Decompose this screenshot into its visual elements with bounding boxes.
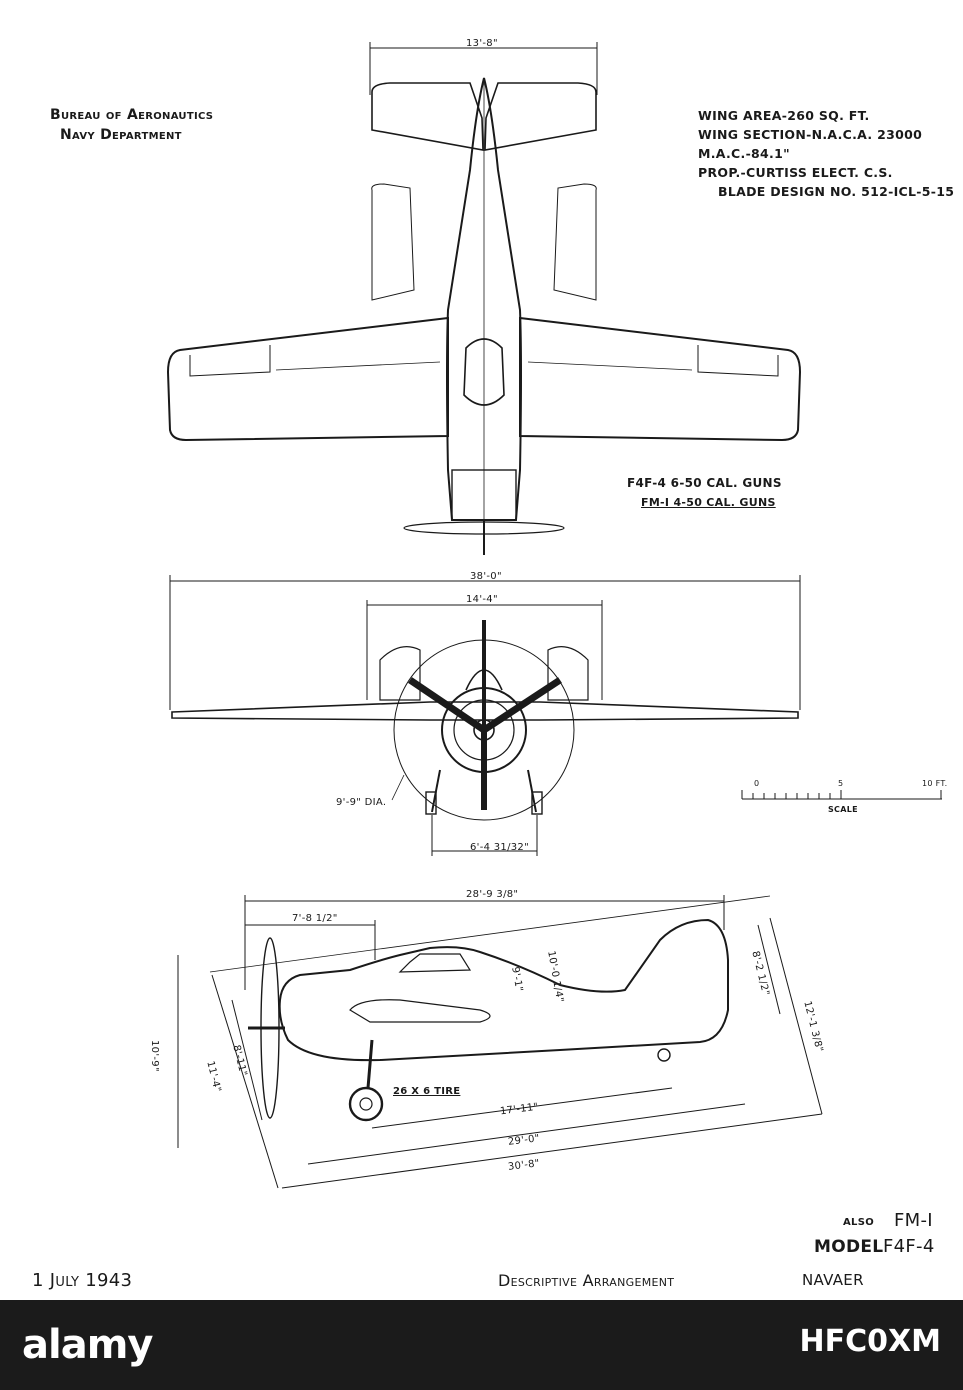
scale-five: 5: [838, 779, 844, 788]
spec-prop: PROP.-CURTISS ELECT. C.S.: [698, 165, 893, 180]
fm1-label: FM-I: [894, 1210, 933, 1231]
navaer-label: NAVAER: [802, 1271, 864, 1289]
dim-top-length: 28'-9 3/8": [466, 889, 519, 900]
three-view-drawing: [166, 42, 942, 1189]
image-code: HFC0XM: [799, 1324, 941, 1359]
dim-prop-diameter: 9'-9" DIA.: [336, 797, 387, 808]
spec-blade: BLADE DESIGN NO. 512-ICL-5-15: [718, 184, 955, 199]
dim-folded-width: 14'-4": [466, 594, 498, 605]
spec-mac: M.A.C.-84.1": [698, 146, 790, 161]
dim-span: 38'-0": [470, 571, 502, 582]
tire-label: 26 X 6 TIRE: [393, 1086, 461, 1097]
dim-track: 6'-4 31/32": [470, 842, 529, 853]
alamy-logo: alamy: [22, 1322, 153, 1368]
scale-zero: 0: [754, 779, 760, 788]
scale-label: SCALE: [828, 805, 858, 814]
watermark-bar: alamy HFC0XM: [0, 1300, 963, 1390]
drawing-sheet: Bureau of Aeronautics Navy Department WI…: [32, 38, 955, 1291]
dim-height-left: 10'-9": [149, 1040, 160, 1072]
model-code: F4F-4: [883, 1236, 935, 1257]
navy-department: Navy Department: [60, 127, 182, 143]
spec-wing-area: WING AREA-260 SQ. FT.: [698, 108, 870, 123]
side-view: [177, 895, 823, 1189]
guns-fm1: FM-I 4-50 CAL. GUNS: [641, 496, 776, 509]
also-label: ALSO: [843, 1217, 875, 1228]
scale-bar: [741, 790, 942, 800]
bureau-title: Bureau of Aeronautics: [50, 107, 214, 123]
spec-wing-section: WING SECTION-N.A.C.A. 23000: [698, 127, 923, 142]
dim-prop-offset: 7'-8 1/2": [292, 913, 338, 924]
model-label: MODEL: [814, 1237, 884, 1257]
front-view: [169, 575, 801, 856]
scale-ten: 10 FT.: [922, 779, 948, 788]
plan-view: [166, 42, 802, 555]
dim-tail-span: 13'-8": [466, 38, 498, 49]
descriptive-title: Descriptive Arrangement: [498, 1271, 675, 1290]
date-label: 1 July 1943: [32, 1270, 133, 1291]
guns-f4f4: F4F-4 6-50 CAL. GUNS: [627, 476, 782, 490]
